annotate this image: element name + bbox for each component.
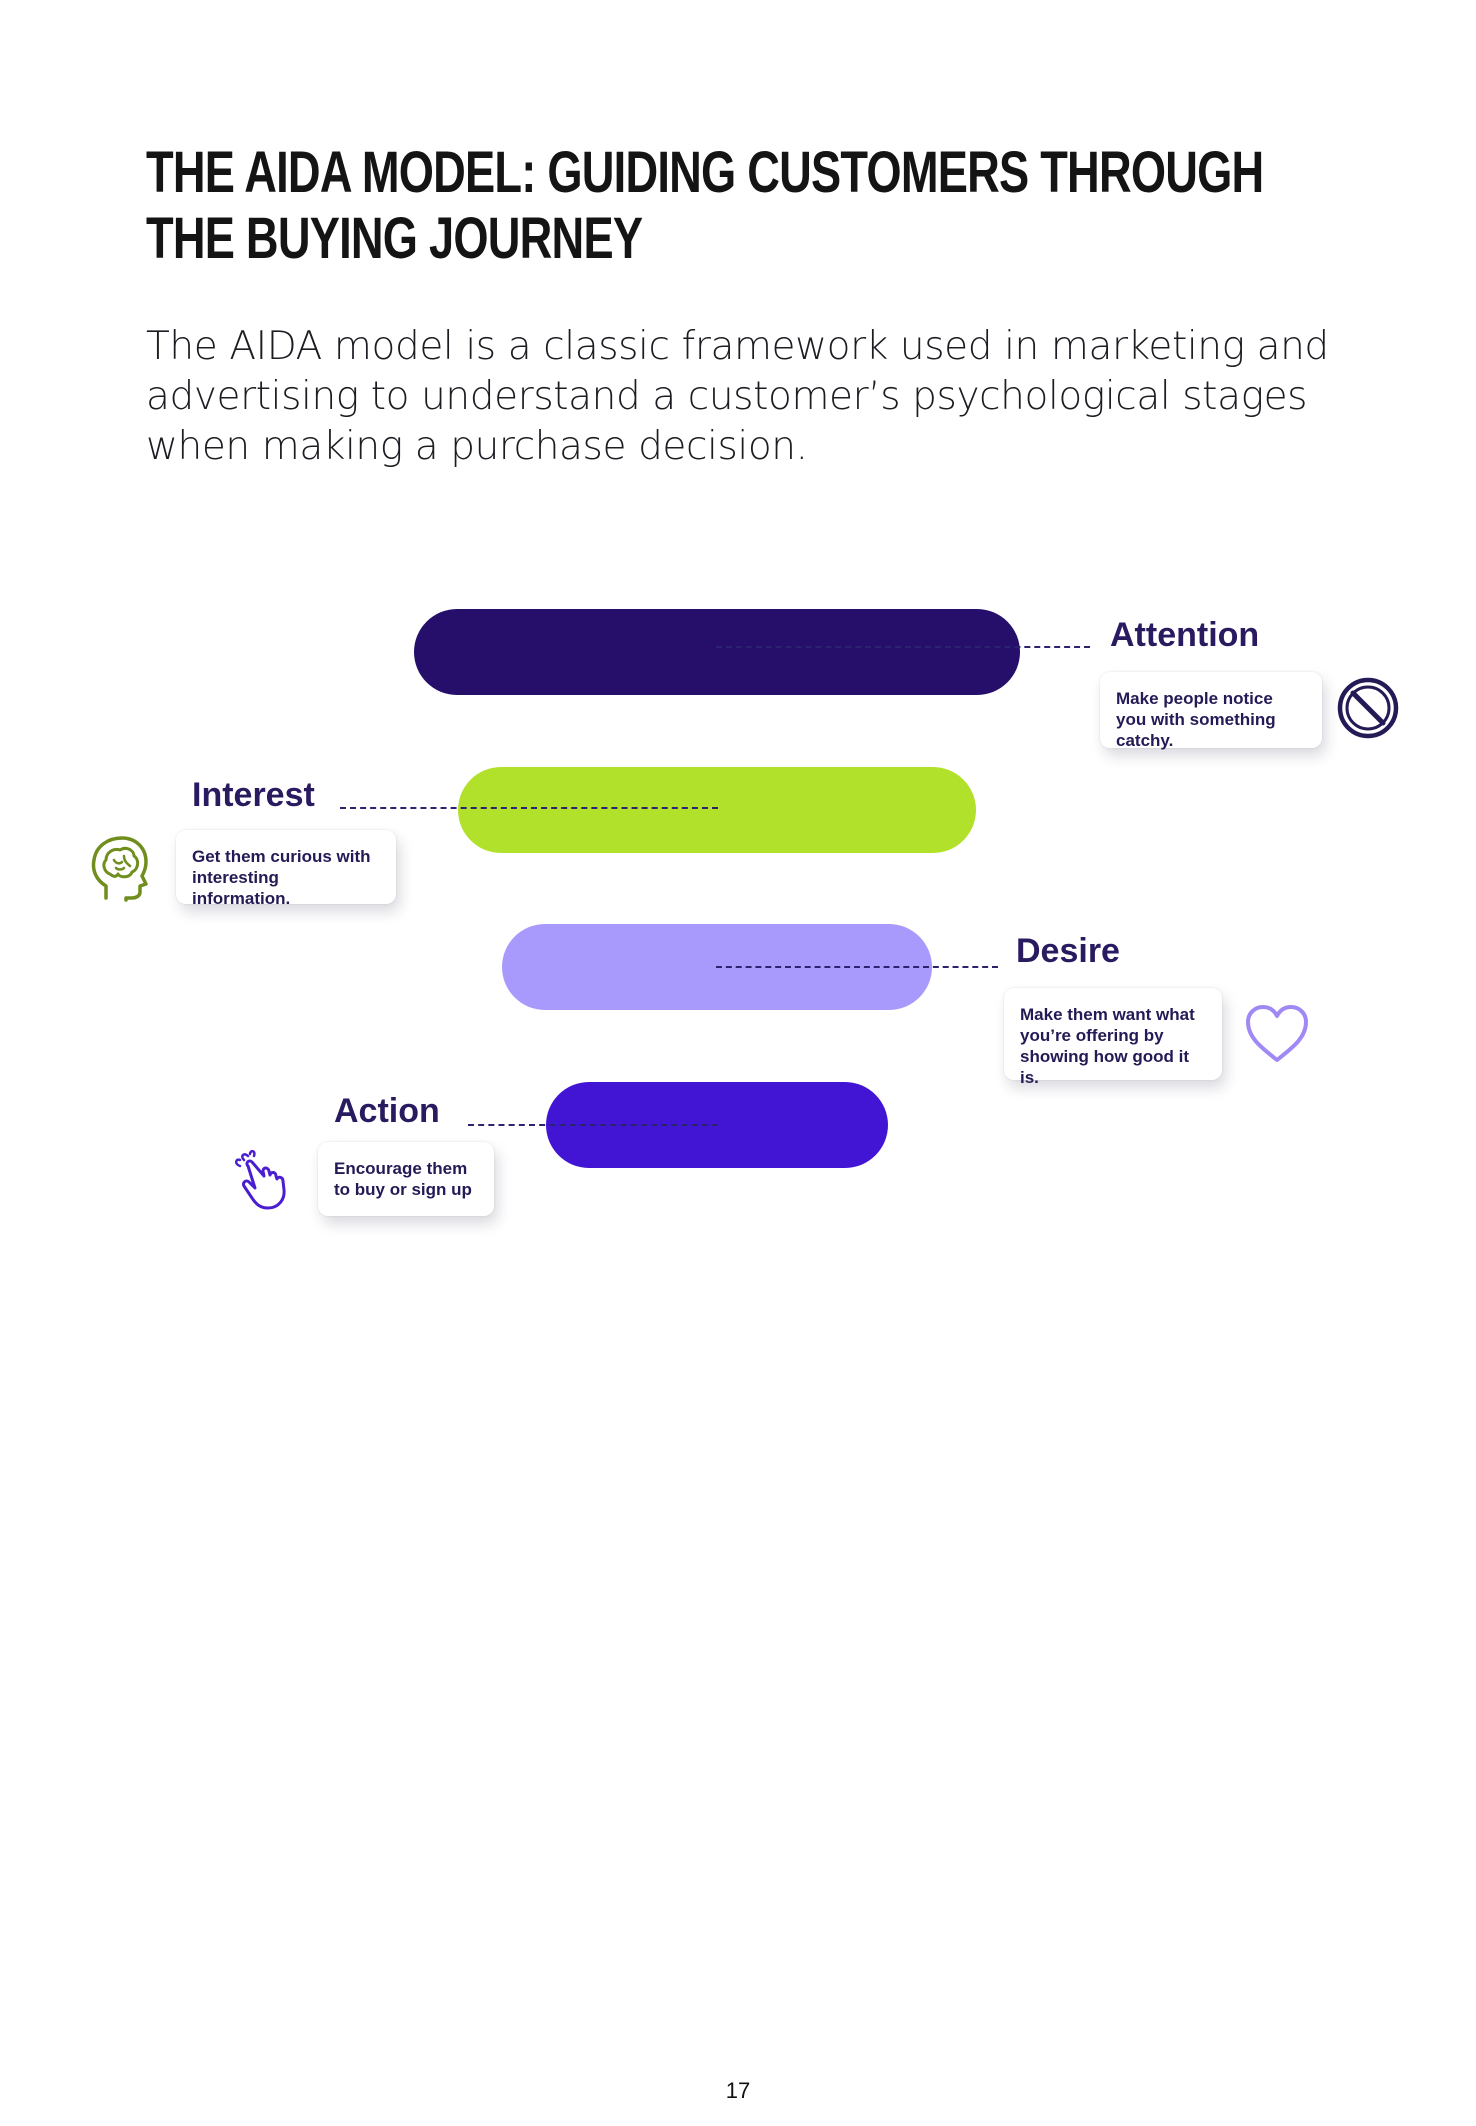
- interest-bar: [458, 767, 976, 853]
- action-connector: [468, 1124, 718, 1126]
- desire-connector: [716, 966, 998, 968]
- brain-head-icon: [86, 834, 152, 907]
- desire-label: Desire: [1016, 932, 1120, 970]
- intro-paragraph: The AIDA model is a classic framework us…: [146, 324, 1329, 469]
- attention-label: Attention: [1110, 616, 1260, 654]
- action-label: Action: [334, 1092, 440, 1130]
- no-sign-icon: [1336, 676, 1400, 745]
- heart-icon: [1244, 1004, 1310, 1069]
- desire-description: Make them want what you’re offering by s…: [1020, 1005, 1195, 1087]
- attention-card: Make people notice you with something ca…: [1100, 672, 1322, 750]
- action-description: Encourage them to buy or sign up: [334, 1159, 472, 1199]
- page-number: 17: [725, 2078, 751, 2103]
- page-title-line-1: THE AIDA MODEL: GUIDING CUSTOMERS THROUG…: [146, 140, 1264, 205]
- interest-card: Get them curious with interesting inform…: [176, 830, 396, 908]
- interest-label: Interest: [192, 776, 315, 814]
- interest-connector: [340, 807, 718, 809]
- desire-card: Make them want what you’re offering by s…: [1004, 988, 1222, 1087]
- attention-connector: [716, 646, 1090, 648]
- page-title: THE AIDA MODEL: GUIDING CUSTOMERS THROUG…: [146, 140, 1264, 272]
- attention-bar: [414, 609, 1020, 695]
- interest-description: Get them curious with interesting inform…: [192, 847, 371, 908]
- pointer-hand-icon: [230, 1150, 292, 1217]
- attention-description: Make people notice you with something ca…: [1116, 689, 1276, 750]
- action-card: Encourage them to buy or sign up: [318, 1142, 494, 1216]
- page-title-line-2: THE BUYING JOURNEY: [146, 206, 643, 271]
